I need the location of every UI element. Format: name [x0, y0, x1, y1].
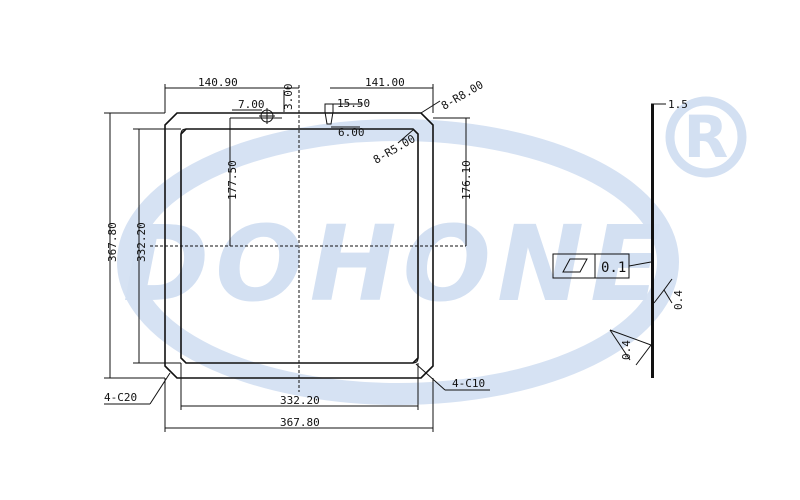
dim-outer-width: 367.80: [280, 416, 320, 429]
side-view: 1.5 0.1 0.4 0.4: [552, 98, 688, 378]
dim-left-height: 177.50: [226, 160, 239, 200]
watermark-oval: [117, 119, 679, 405]
roughness-upper-value: 0.4: [672, 290, 685, 310]
registered-mark: R: [684, 103, 729, 171]
dim-hole-diameter: 3.00: [282, 84, 295, 111]
dim-slot-width: 15.50: [337, 97, 370, 110]
watermark-brand: DOHONE: [123, 203, 667, 325]
roughness-lower-value: 0.4: [620, 340, 633, 360]
dim-right-height: 176.10: [460, 160, 473, 200]
roughness-lower-icon: [609, 329, 652, 366]
dim-inner-width: 332.20: [280, 394, 320, 407]
dim-inner-chamfer: 4-C10: [452, 377, 485, 390]
flatness-value: 0.1: [601, 260, 626, 276]
dim-inner-height: 332.20: [135, 222, 148, 262]
dim-outer-corner-radius: 8-R8.00: [439, 78, 486, 112]
dim-slot-depth: 6.00: [338, 126, 365, 139]
inner-corner-detail: [180, 128, 187, 135]
dim-thickness: 1.5: [668, 98, 688, 111]
flatness-icon: [562, 258, 588, 273]
dim-outer-height: 367.80: [106, 222, 119, 262]
dim-hole-offset: 7.00: [238, 98, 265, 111]
front-view: [150, 85, 466, 392]
registered-mark-circle: [665, 96, 747, 178]
outer-plate-outline: [164, 112, 434, 379]
watermark: DOHONE R: [117, 96, 747, 405]
dim-top-left-width: 140.90: [198, 76, 238, 89]
dim-top-right-width: 141.00: [365, 76, 405, 89]
inner-corner-detail: [412, 357, 419, 364]
side-profile: [651, 104, 654, 378]
dim-outer-chamfer: 4-C20: [104, 391, 137, 404]
slot-feature: [324, 103, 334, 125]
dimension-lines: [104, 84, 490, 432]
